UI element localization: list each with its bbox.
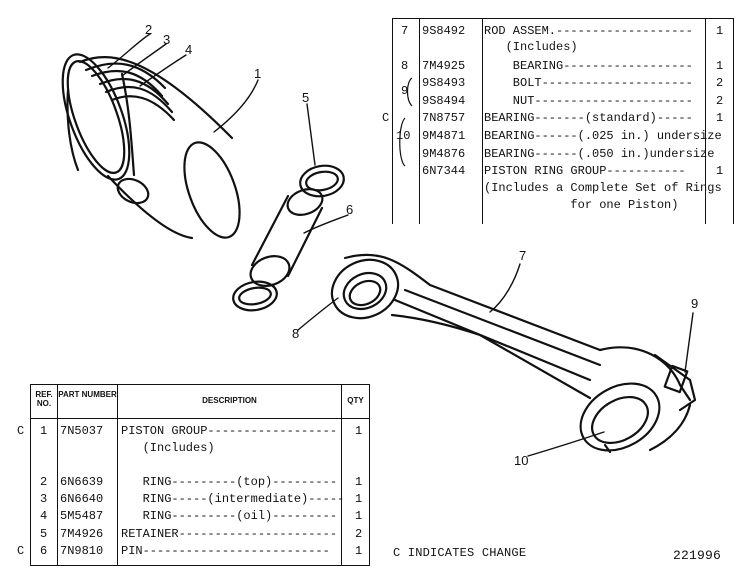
upper-qty: 1	[716, 111, 724, 125]
callout-8: 8	[292, 326, 300, 341]
lower-part: 6N6639	[60, 475, 104, 489]
header-part: PART NUMBER	[58, 390, 117, 399]
lower-desc: RING---------(top)---------	[121, 475, 338, 489]
upper-part: 9M4871	[422, 129, 466, 143]
upper-change-flag: C	[382, 111, 390, 125]
lower-desc: RING---------(oil)---------	[121, 509, 338, 523]
lower-part: 7N5037	[60, 424, 104, 438]
lower-part: 5M5487	[60, 509, 104, 523]
callout-2: 2	[145, 22, 153, 37]
lower-ref: 5	[40, 527, 48, 541]
lower-qty: 1	[355, 424, 363, 438]
lower-part: 6N6640	[60, 492, 104, 506]
retainer-drawing	[232, 164, 345, 312]
upper-part: 9M4876	[422, 147, 466, 161]
callout-10: 10	[514, 453, 529, 468]
callout-4: 4	[185, 42, 193, 57]
upper-ref: 8	[401, 59, 409, 73]
figure-number: 221996	[673, 548, 722, 563]
upper-desc: PISTON RING GROUP-----------	[484, 164, 686, 178]
lower-ref: 3	[40, 492, 48, 506]
lower-ref: 2	[40, 475, 48, 489]
piston-pin-drawing	[249, 188, 324, 287]
upper-desc: BEARING------(.025 in.) undersize	[484, 129, 722, 143]
upper-desc: (Includes a Complete Set of Rings	[484, 181, 722, 195]
lower-desc: RING-----(intermediate)-----	[121, 492, 345, 506]
lower-qty: 2	[355, 527, 363, 541]
lower-qty: 1	[355, 544, 363, 558]
lower-ref: 4	[40, 509, 48, 523]
upper-qty: 2	[716, 94, 724, 108]
lower-desc: (Includes)	[121, 441, 215, 455]
upper-desc: (Includes)	[484, 40, 578, 54]
upper-qty: 1	[716, 59, 724, 73]
lower-qty: 1	[355, 492, 363, 506]
upper-desc: BEARING-------(standard)-----	[484, 111, 693, 125]
lower-part: 7M4926	[60, 527, 104, 541]
lower-ref: 1	[40, 424, 48, 438]
lower-qty: 1	[355, 509, 363, 523]
header-desc: DESCRIPTION	[202, 396, 257, 405]
lower-desc: PISTON GROUP------------------	[121, 424, 338, 438]
connecting-rod-drawing	[330, 253, 697, 454]
upper-desc: for one Piston)	[484, 198, 679, 212]
upper-qty: 1	[716, 24, 724, 38]
callout-3: 3	[163, 32, 171, 47]
lower-ref: 6	[40, 544, 48, 558]
callout-5: 5	[302, 90, 310, 105]
upper-qty: 2	[716, 76, 724, 90]
upper-part: 7M4925	[422, 59, 466, 73]
upper-part: 6N7344	[422, 164, 466, 178]
upper-parts-table	[392, 18, 734, 224]
lower-qty: 1	[355, 475, 363, 489]
lower-change-flag: C	[17, 544, 25, 558]
upper-part: 7N8757	[422, 111, 466, 125]
lower-change-flag: C	[17, 424, 25, 438]
callout-9: 9	[691, 296, 699, 311]
upper-ref: 7	[401, 24, 409, 38]
lower-desc: PIN--------------------------	[121, 544, 330, 558]
upper-ref: 9	[401, 84, 409, 98]
lower-parts-table: REF. NO. PART NUMBER DESCRIPTION QTY	[30, 384, 370, 566]
upper-desc: BEARING------(.050 in.)undersize	[484, 147, 715, 161]
leader-lines	[107, 33, 694, 457]
upper-part: 9S8492	[422, 24, 466, 38]
upper-desc: NUT----------------------	[484, 94, 693, 108]
lower-part: 7N9810	[60, 544, 104, 558]
lower-desc: RETAINER----------------------	[121, 527, 338, 541]
upper-part: 9S8493	[422, 76, 466, 90]
upper-qty: 1	[716, 164, 724, 178]
header-qty: QTY	[347, 396, 364, 405]
upper-part: 9S8494	[422, 94, 466, 108]
upper-desc: ROD ASSEM.-------------------	[484, 24, 693, 38]
change-note: C INDICATES CHANGE	[393, 546, 527, 560]
upper-desc: BOLT---------------------	[484, 76, 693, 90]
callout-7: 7	[519, 248, 527, 263]
upper-desc: BEARING------------------	[484, 59, 693, 73]
header-ref: REF. NO.	[35, 390, 53, 408]
callout-6: 6	[346, 202, 354, 217]
callout-1: 1	[254, 66, 262, 81]
